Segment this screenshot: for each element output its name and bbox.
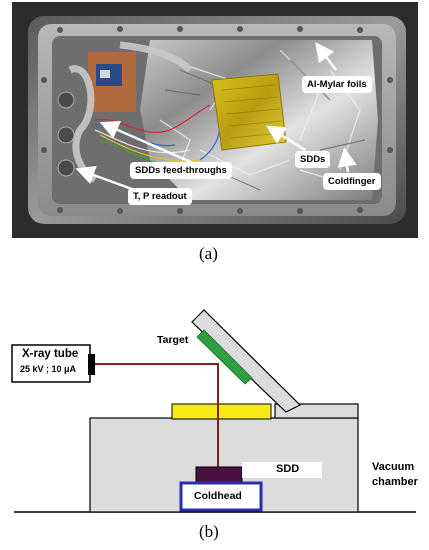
feedthrough-ports (57, 91, 75, 177)
al-mylar-foils-label: Al-Mylar foils (302, 76, 372, 93)
xray-tube-nozzle (88, 354, 95, 375)
yellow-window (171, 403, 272, 420)
sdd-label-bg (242, 462, 322, 478)
sdds-feedthroughs-label: SDDs feed-throughs (130, 162, 232, 179)
flange-screws (41, 26, 393, 214)
electronics-chip (100, 70, 110, 78)
panel-a-caption: (a) (199, 244, 218, 263)
target-label: Target (157, 334, 189, 346)
coldhead-block (179, 481, 263, 512)
coldhead-label: Coldhead (194, 490, 242, 502)
vacuum-chamber-label-1: Vacuum (372, 461, 415, 473)
coldfinger-label: Coldfinger (323, 173, 381, 190)
tp-readout-label: T, P readout (128, 188, 192, 205)
sdd-detector (195, 466, 243, 483)
target-holder (191, 309, 302, 413)
sdds-label: SDDs (295, 151, 331, 168)
target-strip (196, 329, 253, 385)
xray-tube-title: X-ray tube (22, 348, 79, 360)
vacuum-chamber-label-2: chamber (372, 476, 418, 488)
sdd-label: SDD (276, 463, 300, 475)
xray-beam (95, 363, 219, 467)
vacuum-chamber-photo (12, 2, 418, 238)
panel-b-caption: (b) (199, 522, 219, 541)
xray-tube-spec: 25 kV ; 10 μA (20, 364, 77, 374)
